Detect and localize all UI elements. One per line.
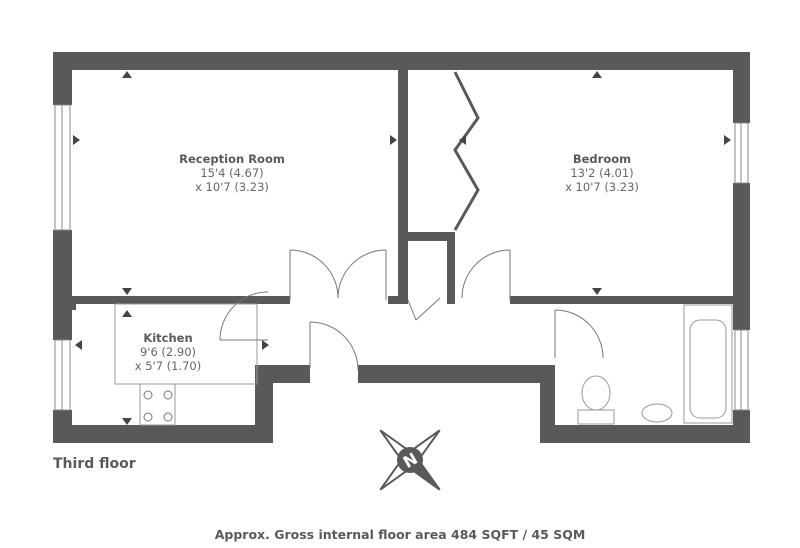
windows: [54, 104, 749, 411]
room-name: Kitchen: [143, 331, 193, 345]
walls: [53, 52, 750, 443]
floor-label: Third floor: [53, 456, 136, 472]
room-dimension: 9'6 (2.90): [139, 345, 197, 359]
area-text: Approx. Gross internal floor area 484 SQ…: [214, 527, 586, 542]
room-dimension: x 5'7 (1.70): [134, 359, 202, 373]
room-dimension: 13'2 (4.01): [570, 166, 634, 180]
doors: [114, 71, 733, 426]
room-label-kitchen: Kitchen 9'6 (2.90) x 5'7 (1.70): [135, 331, 202, 373]
room-dimension: x 10'7 (3.23): [195, 180, 269, 194]
room-name: Reception Room: [179, 152, 285, 166]
room-label-reception: Reception Room 15'4 (4.67) x 10'7 (3.23): [179, 152, 285, 194]
room-dimension: 15'4 (4.67): [200, 166, 264, 180]
compass-icon: N: [379, 429, 441, 491]
room-name: Bedroom: [572, 152, 632, 166]
room-dimension: x 10'7 (3.23): [565, 180, 639, 194]
dimension-markers: [73, 71, 731, 425]
room-label-bedroom: Bedroom 13'2 (4.01) x 10'7 (3.23): [565, 152, 639, 194]
